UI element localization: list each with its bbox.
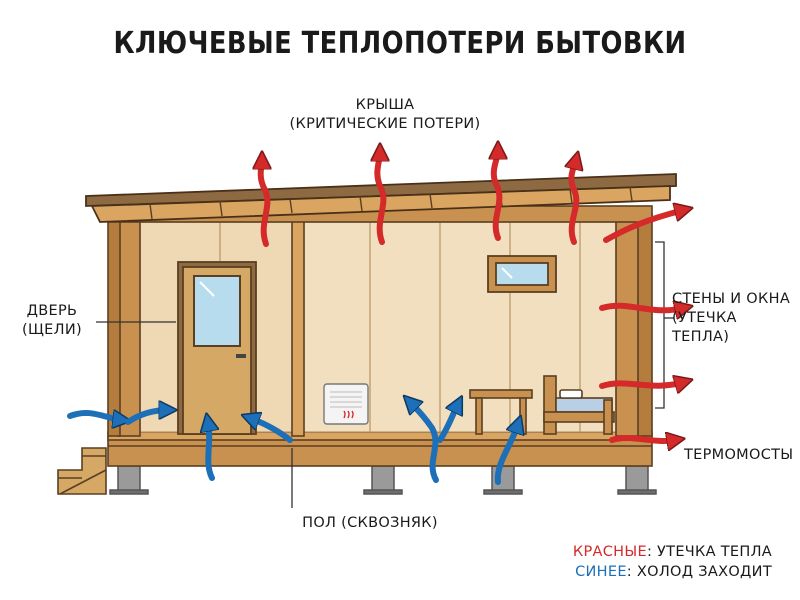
cold-arrow-floor-1 [208, 422, 212, 481]
page-title: КЛЮЧЕВЫЕ ТЕПЛОПОТЕРИ БЫТОВКИ [113, 26, 687, 61]
label-door-line1: ДВЕРЬ [26, 303, 78, 319]
foundation-block [371, 465, 395, 493]
cold-arrow-floor-5 [494, 424, 518, 485]
heat-arrow-wall-low [599, 382, 684, 386]
label-thermal-bridges: ТЕРМОМОСТЫ [684, 447, 794, 463]
heat-arrow-roof-1 [261, 160, 268, 247]
window [487, 255, 557, 293]
bed [543, 375, 615, 435]
cold-in-arrows [67, 402, 518, 485]
cold-arrow-floor-3 [410, 402, 439, 483]
legend-heat-leak: КРАСНЫЕ: УТЕЧКА ТЕПЛА [560, 542, 772, 562]
foundation-block [625, 465, 649, 493]
legend: КРАСНЫЕ: УТЕЧКА ТЕПЛА СИНЕЕ: ХОЛОД ЗАХОД… [560, 542, 772, 582]
stud-right [615, 207, 641, 437]
heat-arrow-thermal-bridge [609, 438, 676, 441]
wall-studs [107, 207, 653, 437]
stud-left [117, 209, 141, 437]
heat-arrow-roof-4 [571, 160, 576, 245]
label-roof: КРЫША (КРИТИЧЕСКИЕ ПОТЕРИ) [270, 96, 500, 134]
cold-arrow-door-inside [125, 410, 168, 425]
label-walls-windows: СТЕНЫ И ОКНА (УТЕЧКА ТЕПЛА) [672, 290, 796, 347]
legend-red-text: : УТЕЧКА ТЕПЛА [646, 544, 772, 560]
heater [323, 383, 369, 425]
leader-lines [96, 241, 674, 508]
cold-arrow-floor-2 [250, 418, 293, 443]
cold-arrow-floor-4 [437, 404, 458, 443]
foundation-block [117, 465, 141, 493]
label-door-line2: (ЩЕЛИ) [22, 322, 82, 338]
legend-blue-text: : ХОЛОД ЗАХОДИТ [626, 564, 772, 580]
legend-red-word: КРАСНЫЕ [572, 544, 647, 560]
label-roof-line1: КРЫША [355, 97, 415, 113]
entry-steps [57, 447, 107, 495]
heat-arrow-roof-2 [377, 152, 383, 245]
heat-leak-arrows [261, 150, 684, 441]
door [177, 261, 257, 435]
label-walls-line3: ТЕПЛА) [672, 329, 730, 345]
stud-middle [291, 217, 305, 437]
label-walls-line1: СТЕНЫ И ОКНА [672, 291, 791, 307]
legend-cold-in: СИНЕЕ: ХОЛОД ЗАХОДИТ [560, 562, 772, 582]
foundation-blocks [109, 465, 657, 495]
label-roof-line2: (КРИТИЧЕСКИЕ ПОТЕРИ) [289, 116, 481, 132]
cold-arrow-door-outside [67, 413, 122, 420]
label-floor: ПОЛ (СКВОЗНЯК) [302, 515, 438, 531]
label-door: ДВЕРЬ (ЩЕЛИ) [8, 302, 96, 340]
legend-blue-word: СИНЕЕ [575, 564, 627, 580]
heat-arrow-wall-top [603, 210, 684, 243]
label-walls-line2: (УТЕЧКА [672, 310, 737, 326]
heat-arrow-roof-3 [494, 150, 500, 241]
heat-arrow-wall-mid [599, 306, 684, 311]
floor-frame [107, 431, 653, 467]
